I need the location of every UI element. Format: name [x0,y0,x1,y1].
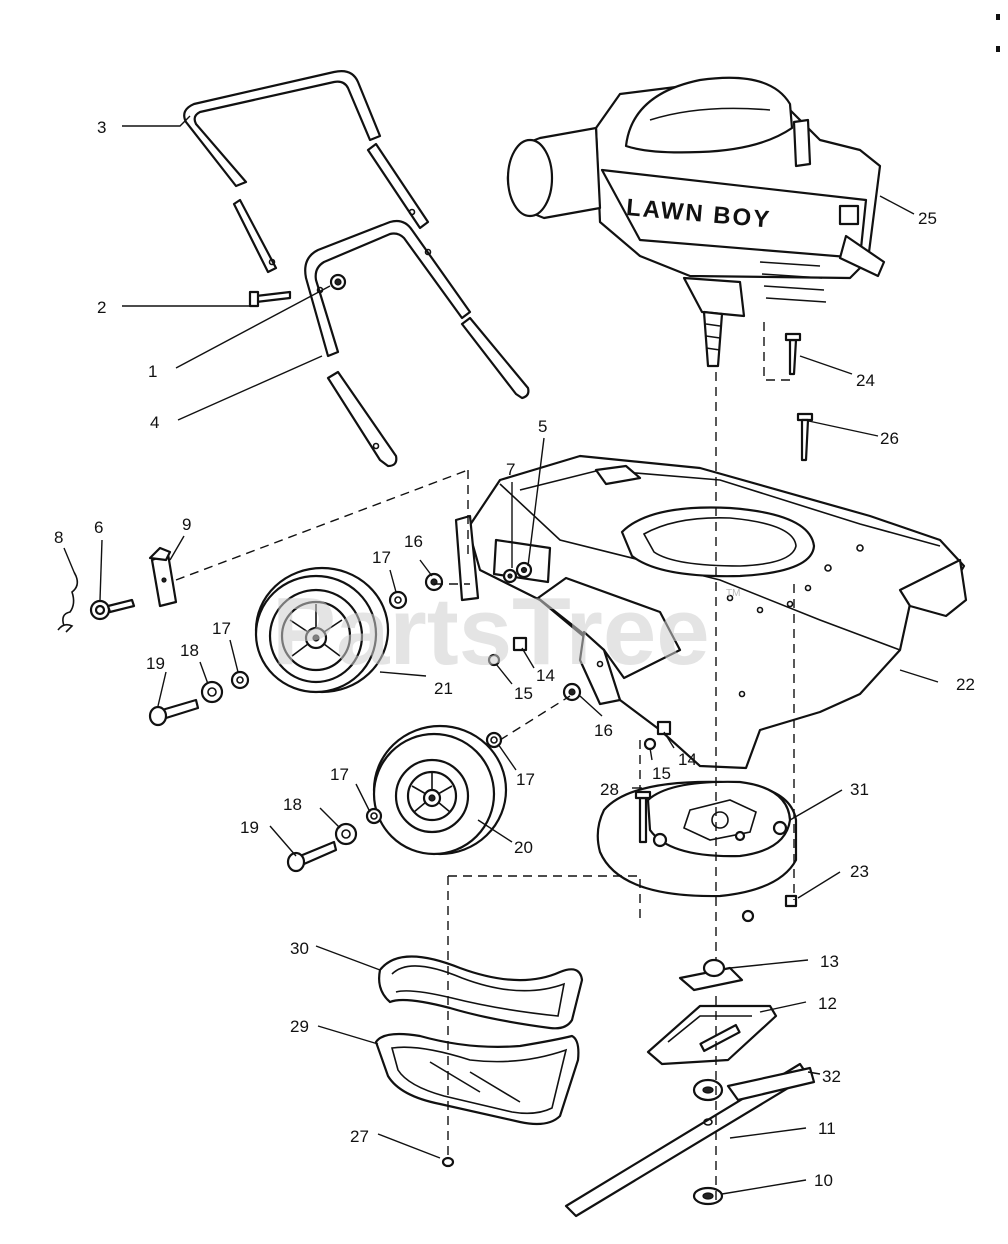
leader-lines [63,115,939,1195]
engine-bolt [784,332,802,376]
baffle-screw [441,1156,455,1168]
callout-12: 12 [818,994,837,1013]
callout-11: 11 [818,1119,836,1138]
callout-18-rear: 18 [180,641,199,660]
callout-15-upper: 15 [514,684,533,703]
callout-19-rear: 19 [146,654,165,673]
callout-31: 31 [850,780,869,799]
upper-handle [183,70,430,274]
callout-10: 10 [814,1171,833,1190]
cotter-pin [57,571,79,633]
adjuster-bracket [148,546,178,608]
callout-25: 25 [918,209,937,228]
callout-27: 27 [350,1127,369,1146]
callout-24: 24 [856,371,875,390]
callout-16-front: 16 [594,721,613,740]
engine: LAWN BOY [506,76,886,368]
blade-washer [692,1078,724,1102]
callout-2: 2 [97,298,106,317]
callout-21: 21 [434,679,453,698]
adapter-plate [678,958,744,992]
callout-14-upper: 14 [536,666,555,685]
callout-1: 1 [148,362,157,381]
blade-bolt [692,1186,724,1206]
callout-29: 29 [290,1017,309,1036]
callout-16-rear: 16 [404,532,423,551]
rear-washers [200,590,408,704]
front-axle-bolt [286,840,338,873]
callout-32: 32 [822,1067,841,1086]
rear-wheel [254,566,390,694]
baffle [374,1032,580,1126]
callout-19-front: 19 [240,818,259,837]
callout-15-lower: 15 [652,764,671,783]
front-wheel [372,724,508,856]
callout-30: 30 [290,939,309,958]
blade-adapter [646,1004,778,1066]
blade-plate-nut [741,894,798,923]
callout-17-front-inner: 17 [516,770,535,789]
callout-labels: 3 2 1 4 5 7 6 8 9 16 17 17 18 19 21 14 1… [54,118,975,1190]
callout-23: 23 [850,862,869,881]
cutting-blade [564,1062,816,1218]
callout-9: 9 [182,515,191,534]
gasket [378,955,584,1030]
callout-5: 5 [538,417,547,436]
callout-13: 13 [820,952,839,971]
alignment-lines [175,372,795,1206]
lower-handle [304,219,530,468]
deck-bolt [796,412,814,462]
callout-6: 6 [94,518,103,537]
callout-14-lower: 14 [678,750,697,769]
callout-20: 20 [514,838,533,857]
callout-17-rear-outer: 17 [212,619,231,638]
callout-18-front: 18 [283,795,302,814]
deck-hardware [424,561,672,751]
callout-22: 22 [956,675,975,694]
rear-axle-bolt [148,698,200,727]
callout-28: 28 [600,780,619,799]
watermark: PartsTree [272,578,710,685]
adjuster-bolt [89,598,136,621]
callout-8: 8 [54,528,63,547]
callout-4: 4 [150,413,159,432]
callout-3: 3 [97,118,106,137]
blade-plate [596,780,798,898]
callout-17-front-outer: 17 [330,765,349,784]
callout-17-rear-inner: 17 [372,548,391,567]
callout-26: 26 [880,429,899,448]
callout-7: 7 [506,460,515,479]
handle-bolt-and-nut [248,273,347,308]
watermark-trademark: TM [726,588,740,599]
blade-plate-bolt [634,790,652,844]
